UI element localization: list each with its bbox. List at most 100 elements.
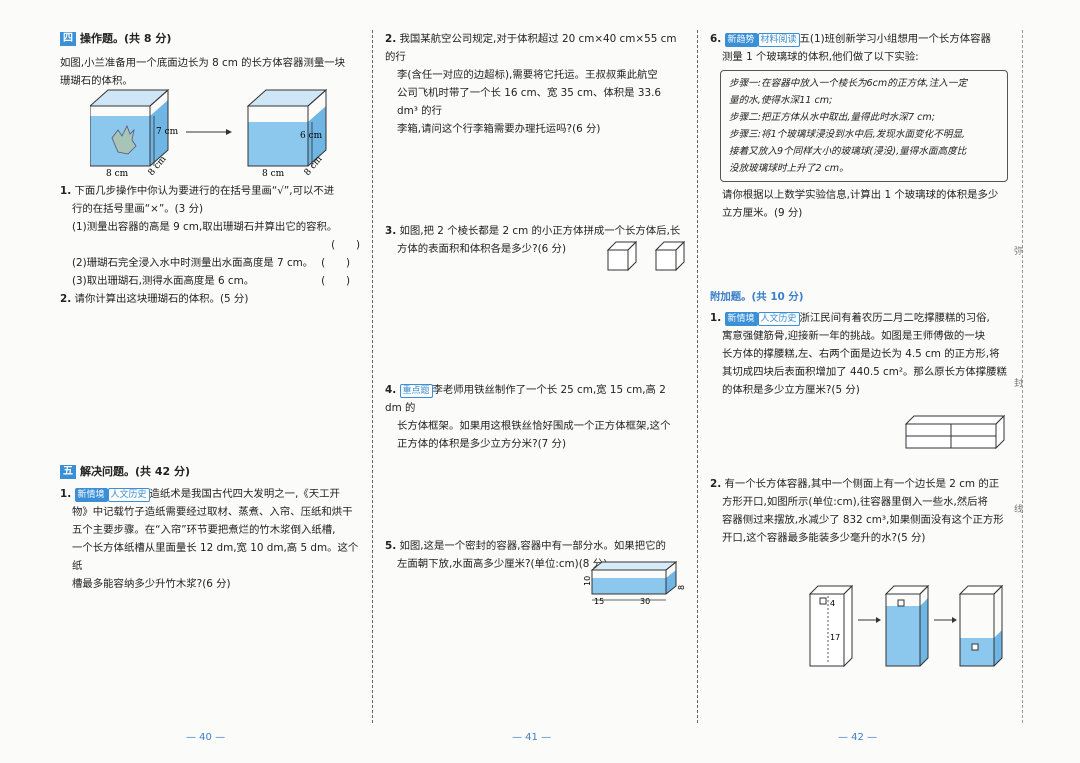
dim-label: 15 (594, 597, 604, 606)
question-text: 长方体的撑腰糕,左、右两个面是边长为 4.5 cm 的正方形,将 (722, 348, 1000, 360)
question-text: 长方体框架。如果用这根铁丝恰好围成一个正方体框架,这个 (397, 420, 671, 432)
cake-figure (904, 414, 1006, 450)
question-text: 请你计算出这块珊瑚石的体积。(5 分) (74, 293, 249, 305)
question-text: 李(含任一对应的边超标),需要将它托运。王叔叔乘此航空 (397, 69, 658, 81)
tag-material-reading: 材料阅读 (757, 33, 800, 47)
question-text: 李老师用铁丝制作了一个长 25 cm,宽 15 cm,高 2 dm 的 (385, 384, 666, 414)
dim-label: 8 cm (262, 169, 285, 178)
question-number: 3. (385, 225, 397, 237)
container-empty: 4 17 (808, 584, 854, 668)
question-text: 李箱,请问这个行李箱需要办理托运吗?(6 分) (397, 123, 601, 135)
dim-label: 4 (830, 599, 835, 608)
dim-label: 7 cm (156, 127, 179, 137)
dim-label: 6 cm (300, 131, 323, 141)
binding-line (1022, 30, 1023, 723)
page-number: — 40 — (186, 732, 226, 743)
sub-question: (2)珊瑚石完全浸入水中时测量出水面高度是 7 cm。 (72, 257, 314, 269)
sub-question: (1)测量出容器的高是 9 cm,取出珊瑚石并算出它的容积。 (72, 221, 338, 233)
question-text: 请你根据以上数学实验信息,计算出 1 个玻璃球的体积是多少 (722, 189, 999, 201)
binding-char: 封 (1014, 379, 1024, 389)
step-text: 步骤二:把正方体从水中取出,量得此时水深7 cm; (729, 112, 935, 123)
tag-new-context: 新情境 (724, 312, 758, 326)
answer-parens[interactable]: ( ) (321, 257, 350, 269)
question-text: 一个长方体纸槽从里面量长 12 dm,宽 10 dm,高 5 dm。这个纸 (72, 542, 359, 572)
question-text: 造纸术是我国古代四大发明之一,《天工开 (149, 488, 340, 500)
question-text: 五(1)班创新学习小组想用一个长方体容器 (799, 33, 991, 45)
question-text: 测量 1 个玻璃球的体积,他们做了以下实验: (722, 51, 919, 63)
question-number: 2. (60, 293, 72, 305)
answer-parens[interactable]: ( ) (331, 239, 360, 251)
coral-shape (111, 125, 137, 155)
question-number: 1. (60, 488, 72, 500)
question-text: 有一个长方体容器,其中一个侧面上有一个边长是 2 cm 的正 (724, 478, 1000, 490)
binding-char: 线 (1014, 505, 1024, 515)
question-text: 如图,这是一个密封的容器,容器中有一部分水。如果把它的 (399, 540, 666, 552)
question-text: 下面几步操作中你认为要进行的在括号里画“√”,可以不进 (74, 185, 335, 197)
step-text: 接着又放入9个同样大小的玻璃球(浸没),量得水面高度比 (729, 146, 967, 157)
step-text: 步骤三:将1个玻璃球浸没到水中后,发现水面变化不明显, (729, 129, 966, 140)
question-text: 容器侧过来摆放,水减少了 832 cm³,如果侧面没有这个正方形 (722, 514, 1004, 526)
question-text: 的体积是多少立方厘米?(5 分) (722, 384, 860, 396)
section-title: 操作题。(共 8 分) (80, 32, 172, 45)
question-text: 行的在括号里画“×”。(3 分) (72, 203, 204, 215)
question-number: 2. (710, 478, 722, 490)
container-filled (884, 584, 930, 667)
binding-char: 弥 (1014, 247, 1024, 257)
coral-container-figure: 7 cm 8 cm 8 cm 6 cm 8 cm 8 cm (90, 88, 328, 178)
answer-parens[interactable]: ( ) (321, 275, 350, 287)
sub-question: (3)取出珊瑚石,测得水面高度是 6 cm。 (72, 275, 255, 287)
tag-humanities: 人文历史 (107, 488, 150, 502)
two-cubes-figure (606, 240, 686, 272)
section-5-heading: 五 解决问题。(共 42 分) (60, 463, 360, 481)
step-text: 步骤一:在容器中放入一个棱长为6cm的正方体,注入一定 (729, 78, 968, 89)
question-text: 寓意强健筋骨,迎接新一年的挑战。如图是王师傅做的一块 (722, 330, 986, 342)
sub-question-row: (2)珊瑚石完全浸入水中时测量出水面高度是 7 cm。 ( ) (60, 254, 360, 272)
question-text: 左面朝下放,水面高多少厘米?(单位:cm)(8 分) (397, 558, 608, 570)
tag-key-question: 重点题 (399, 384, 433, 398)
experiment-steps-box: 步骤一:在容器中放入一个棱长为6cm的正方体,注入一定 量的水,使得水深11 c… (720, 70, 1008, 182)
question-text: 方体的表面积和体积各是多少?(6 分) (397, 243, 567, 255)
step-text: 量的水,使得水深11 cm; (729, 95, 833, 106)
section-badge: 四 (60, 32, 76, 46)
question-text: 物》中记载竹子造纸需要经过取材、蒸煮、入帘、压纸和烘干 (72, 506, 353, 518)
page-number: — 42 — (838, 732, 878, 743)
question-number: 1. (60, 185, 72, 197)
question-number: 4. (385, 384, 397, 396)
sub-question-row: (3)取出珊瑚石,测得水面高度是 6 cm。 ( ) (60, 272, 360, 290)
column-divider (372, 30, 373, 723)
dim-label: 10 (583, 576, 592, 586)
sealed-container-figure: 10 15 30 8 (583, 560, 686, 606)
dim-label: 30 (640, 597, 650, 606)
question-text: 开口,这个容器最多能装多少毫升的水?(5 分) (722, 532, 926, 544)
step-text: 没放玻璃球时上升了2 cm。 (729, 163, 849, 174)
tall-containers-figure: 4 17 (808, 584, 1004, 668)
section-title: 解决问题。(共 42 分) (80, 465, 191, 478)
dim-label: 17 (830, 633, 840, 642)
column-left: 四 操作题。(共 8 分) 如图,小兰准备用一个底面边长为 8 cm 的长方体容… (60, 30, 360, 593)
intro-text: 珊瑚石的体积。 (60, 75, 133, 87)
column-right: 6. 新趋势材料阅读五(1)班创新学习小组想用一个长方体容器 测量 1 个玻璃球… (710, 30, 1010, 547)
section-badge: 五 (60, 465, 76, 479)
question-text: 公司飞机时带了一个长 16 cm、宽 35 cm、体积是 33.6 dm³ 的行 (397, 87, 662, 117)
question-number: 1. (710, 312, 722, 324)
page-number: — 41 — (512, 732, 552, 743)
section-4-heading: 四 操作题。(共 8 分) (60, 30, 360, 48)
question-number: 6. (710, 33, 722, 45)
dim-label: 8 (677, 585, 686, 590)
question-text: 槽最多能容纳多少升竹木浆?(6 分) (72, 578, 231, 590)
question-text: 立方厘米。(9 分) (722, 207, 803, 219)
box-top (90, 89, 170, 107)
dim-label: 8 cm (106, 169, 129, 178)
column-divider (697, 30, 698, 723)
column-middle: 2. 我国某航空公司规定,对于体积超过 20 cm×40 cm×55 cm 的行… (385, 30, 685, 573)
tag-new-context: 新情境 (74, 488, 108, 502)
tag-humanities: 人文历史 (757, 312, 800, 326)
question-text: 五个主要步骤。在“入帘”环节要把煮烂的竹木浆倒入纸槽, (72, 524, 336, 536)
container-tilted (958, 584, 1004, 667)
tag-new-trend: 新趋势 (724, 33, 758, 47)
question-text: 如图,把 2 个棱长都是 2 cm 的小正方体拼成一个长方体后,长 (399, 225, 681, 237)
question-number: 2. (385, 33, 397, 45)
question-number: 5. (385, 540, 397, 552)
question-text: 正方体的体积是多少立方分米?(7 分) (397, 438, 567, 450)
